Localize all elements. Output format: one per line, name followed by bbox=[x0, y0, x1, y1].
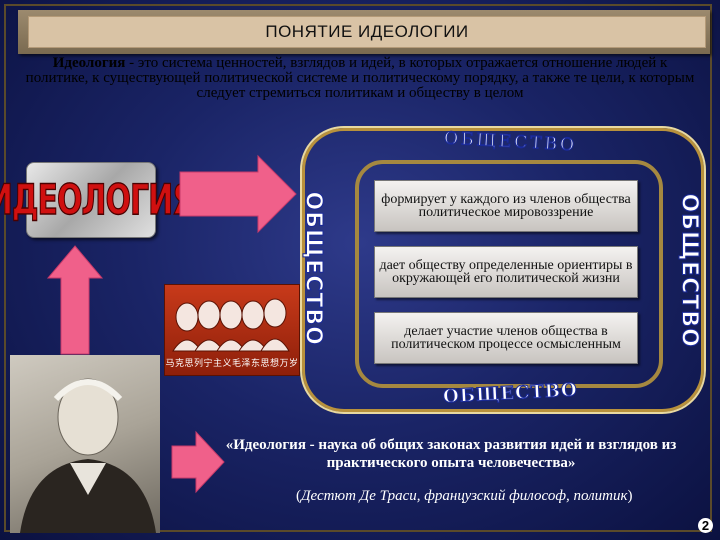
right-arrow-quote bbox=[171, 430, 225, 494]
up-arrow-shape bbox=[46, 245, 104, 355]
philosopher-portrait-image bbox=[10, 355, 160, 533]
slide-title: ПОНЯТИЕ ИДЕОЛОГИИ bbox=[28, 16, 706, 48]
ideology-definition: Идеология - это система ценностей, взгля… bbox=[22, 56, 698, 101]
portrait-caption: 马克思列宁主义毛泽东思想万岁 bbox=[165, 359, 299, 369]
philosopher-silhouette bbox=[20, 378, 156, 533]
quote-author: (Дестют Де Траси, французский философ, п… bbox=[296, 488, 633, 504]
tracy-quote: «Идеология - наука об общих законах разв… bbox=[225, 437, 677, 471]
function-box-2: дает обществу определенные ориентиры в о… bbox=[374, 246, 638, 298]
leaders-portrait-image: 马克思列宁主义毛泽东思想万岁 bbox=[164, 284, 300, 376]
ideology-label: ИДЕОЛОГИЯ bbox=[0, 175, 196, 225]
leaders-silhouettes bbox=[172, 298, 290, 352]
ideology-box: ИДЕОЛОГИЯ bbox=[0, 162, 196, 238]
society-outer-ring bbox=[300, 126, 706, 414]
right-arrow-top bbox=[179, 154, 297, 234]
definition-text: - это система ценностей, взглядов и идей… bbox=[25, 55, 695, 101]
society-label-left: ОБЩЕСТВО bbox=[300, 191, 326, 346]
author-name: Дестют Де Траси, французский философ, по… bbox=[301, 488, 628, 504]
function-box-1: формирует у каждого из членов общества п… bbox=[374, 180, 638, 232]
slide-frame bbox=[4, 4, 712, 532]
society-label-right: ОБЩЕСТВО bbox=[676, 193, 702, 348]
society-inner-ring bbox=[355, 160, 663, 388]
function-box-3: делает участие членов общества в политич… bbox=[374, 312, 638, 364]
definition-term: Идеология bbox=[52, 55, 126, 71]
page-number: 2 bbox=[698, 518, 713, 533]
